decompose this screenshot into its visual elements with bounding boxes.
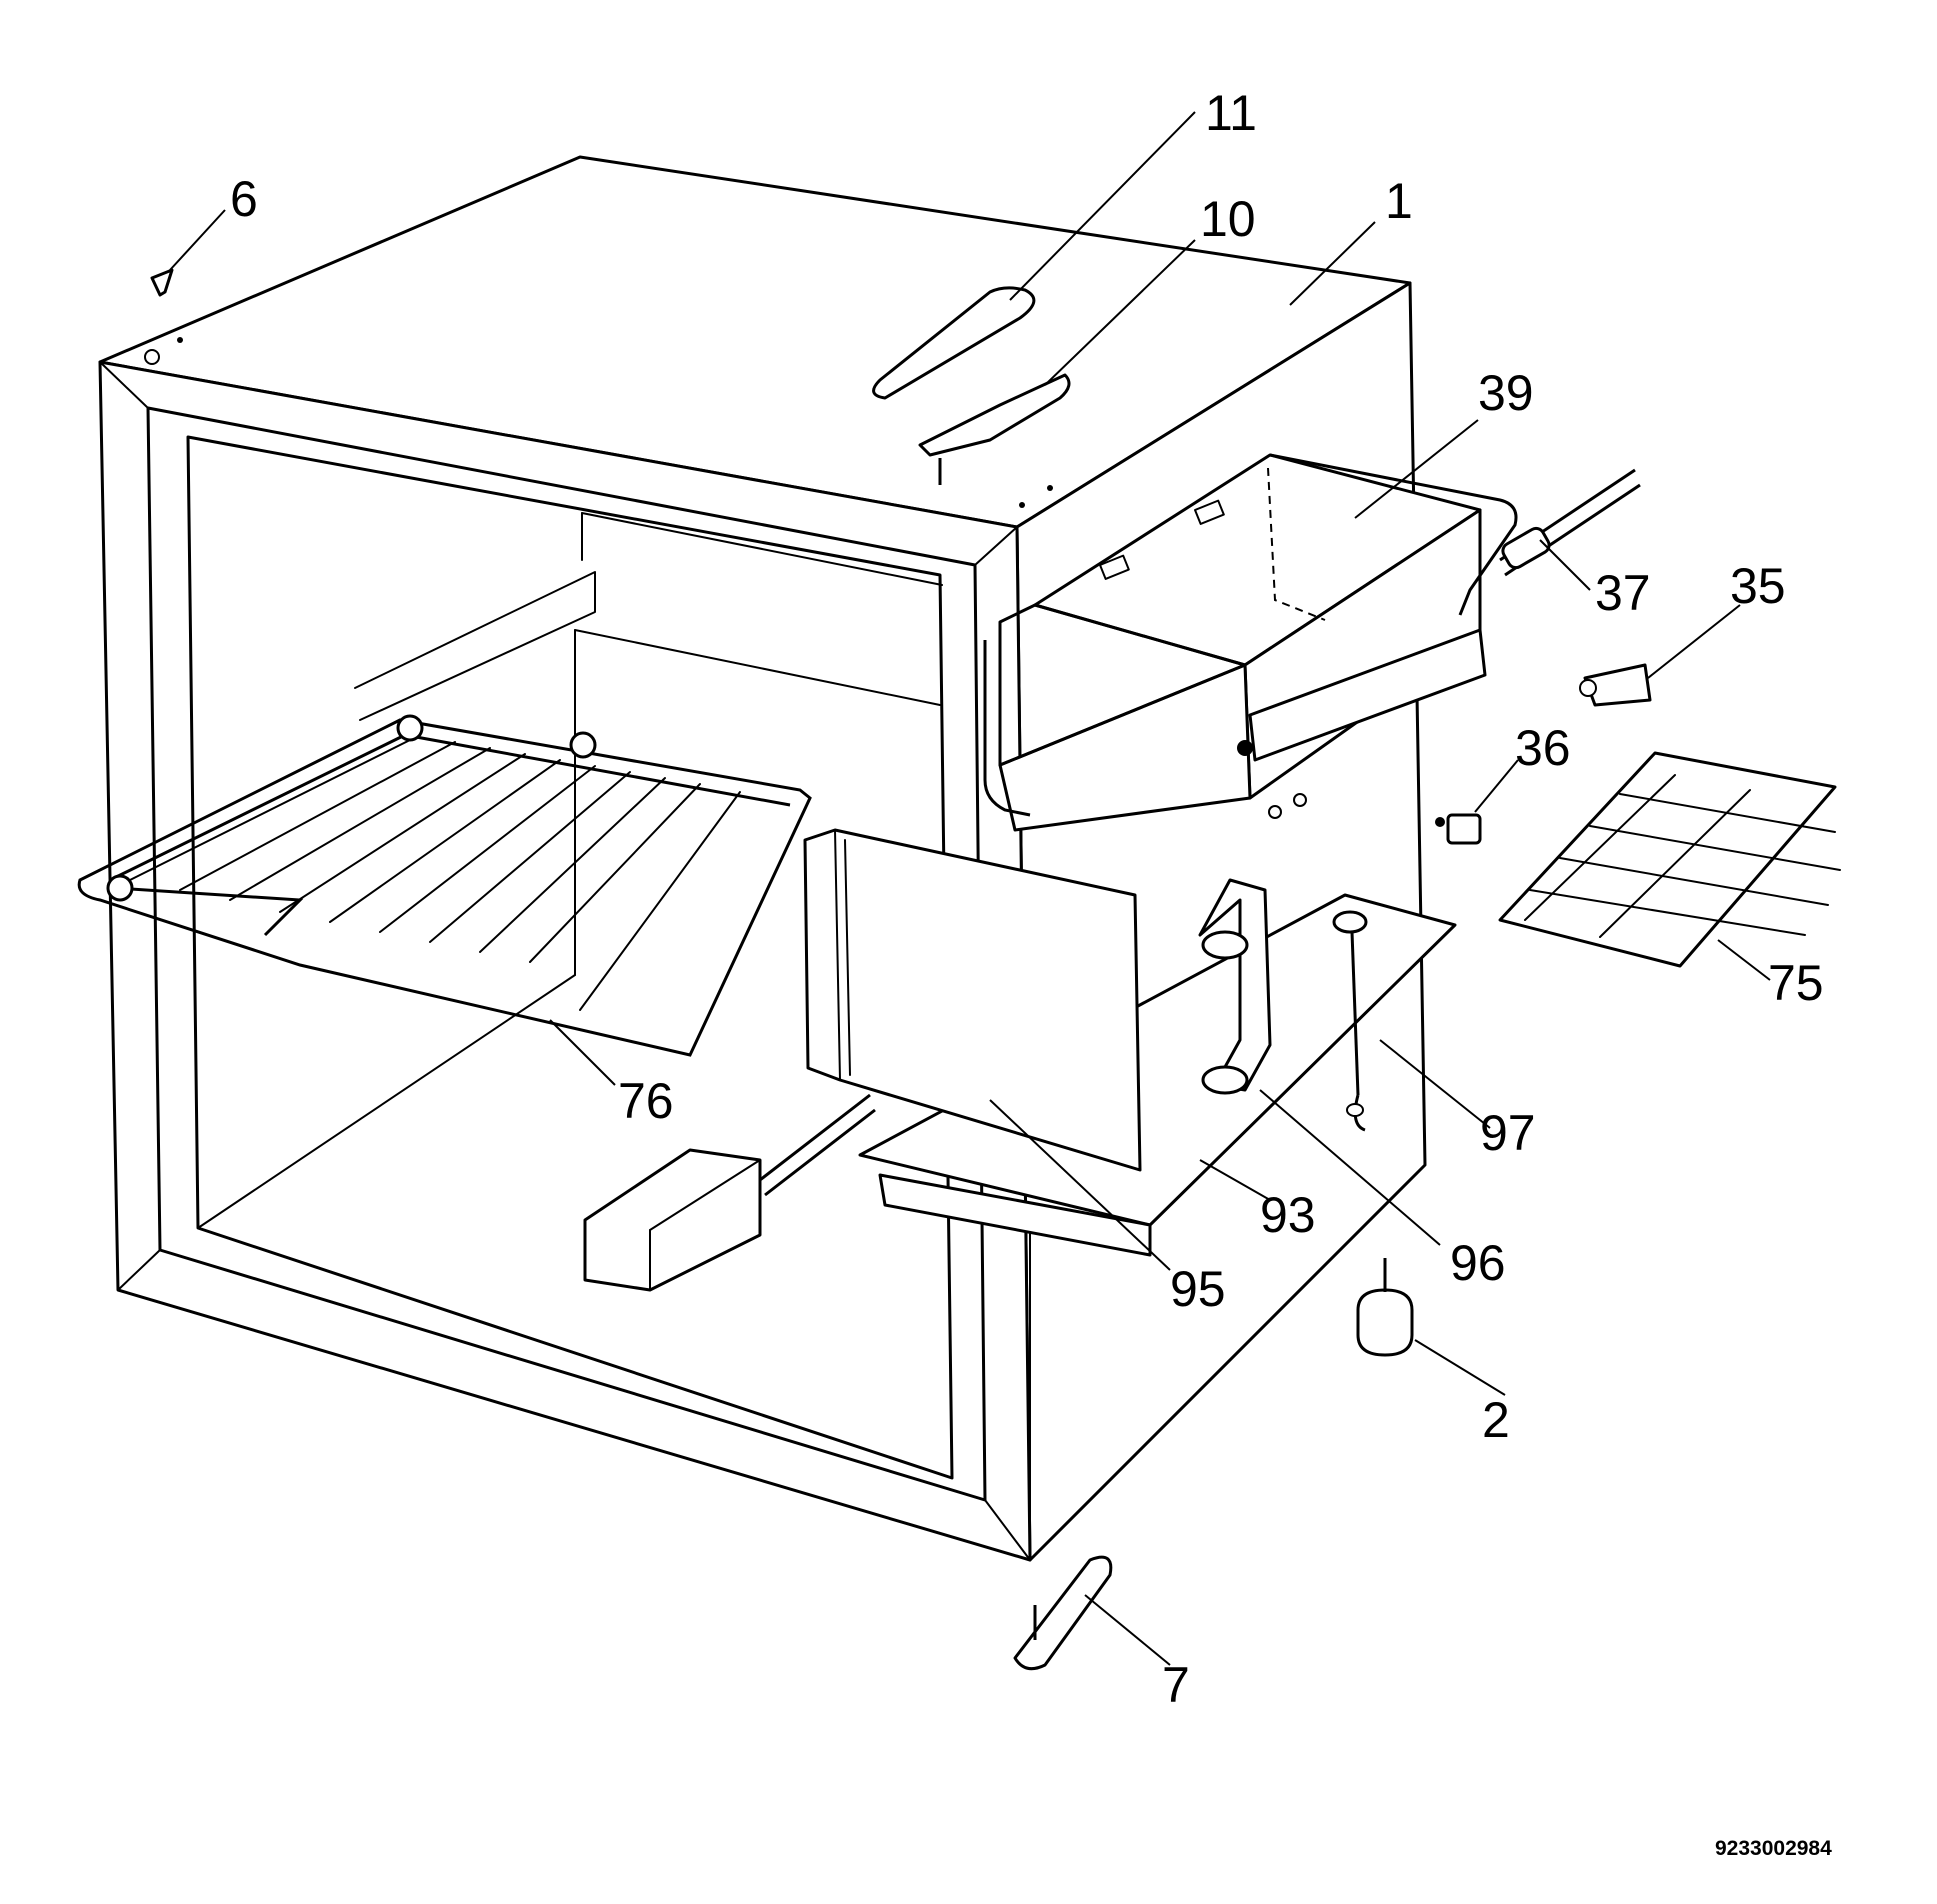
evaporator-freezer — [983, 453, 1641, 832]
callout-6: 6 — [230, 171, 258, 227]
ice-tray — [1498, 751, 1841, 968]
small-parts — [150, 268, 1841, 1671]
callout-76: 76 — [618, 1073, 674, 1129]
drawing-number: 9233002984 — [1715, 1837, 1832, 1860]
callout-39: 39 — [1478, 365, 1534, 421]
adjustable-foot — [1356, 1288, 1414, 1357]
drip-tray-assembly — [583, 828, 1457, 1292]
callout-96: 96 — [1450, 1235, 1506, 1291]
callout-95: 95 — [1170, 1261, 1226, 1317]
callout-35: 35 — [1730, 558, 1786, 614]
callout-labels: 11 10 1 6 39 37 35 36 75 76 97 93 96 95 … — [230, 85, 1832, 1860]
callout-7: 7 — [1162, 1657, 1190, 1713]
callout-37: 37 — [1595, 565, 1651, 621]
upper-hinge — [918, 373, 1071, 457]
small-stopper — [1446, 813, 1482, 845]
leader-lines — [169, 111, 1771, 1666]
lower-hinge — [1013, 1555, 1113, 1671]
callout-10: 10 — [1200, 191, 1256, 247]
callout-2: 2 — [1482, 1392, 1510, 1448]
callout-97: 97 — [1480, 1105, 1536, 1161]
door-stop — [872, 286, 1036, 400]
callout-1: 1 — [1385, 173, 1413, 229]
cover-plug — [150, 268, 174, 297]
cabinet-body — [98, 155, 1427, 1562]
wire-shelf — [77, 714, 812, 1057]
callout-75: 75 — [1768, 955, 1824, 1011]
callout-11: 11 — [1205, 85, 1257, 141]
callout-36: 36 — [1515, 720, 1571, 776]
callout-93: 93 — [1260, 1187, 1316, 1243]
